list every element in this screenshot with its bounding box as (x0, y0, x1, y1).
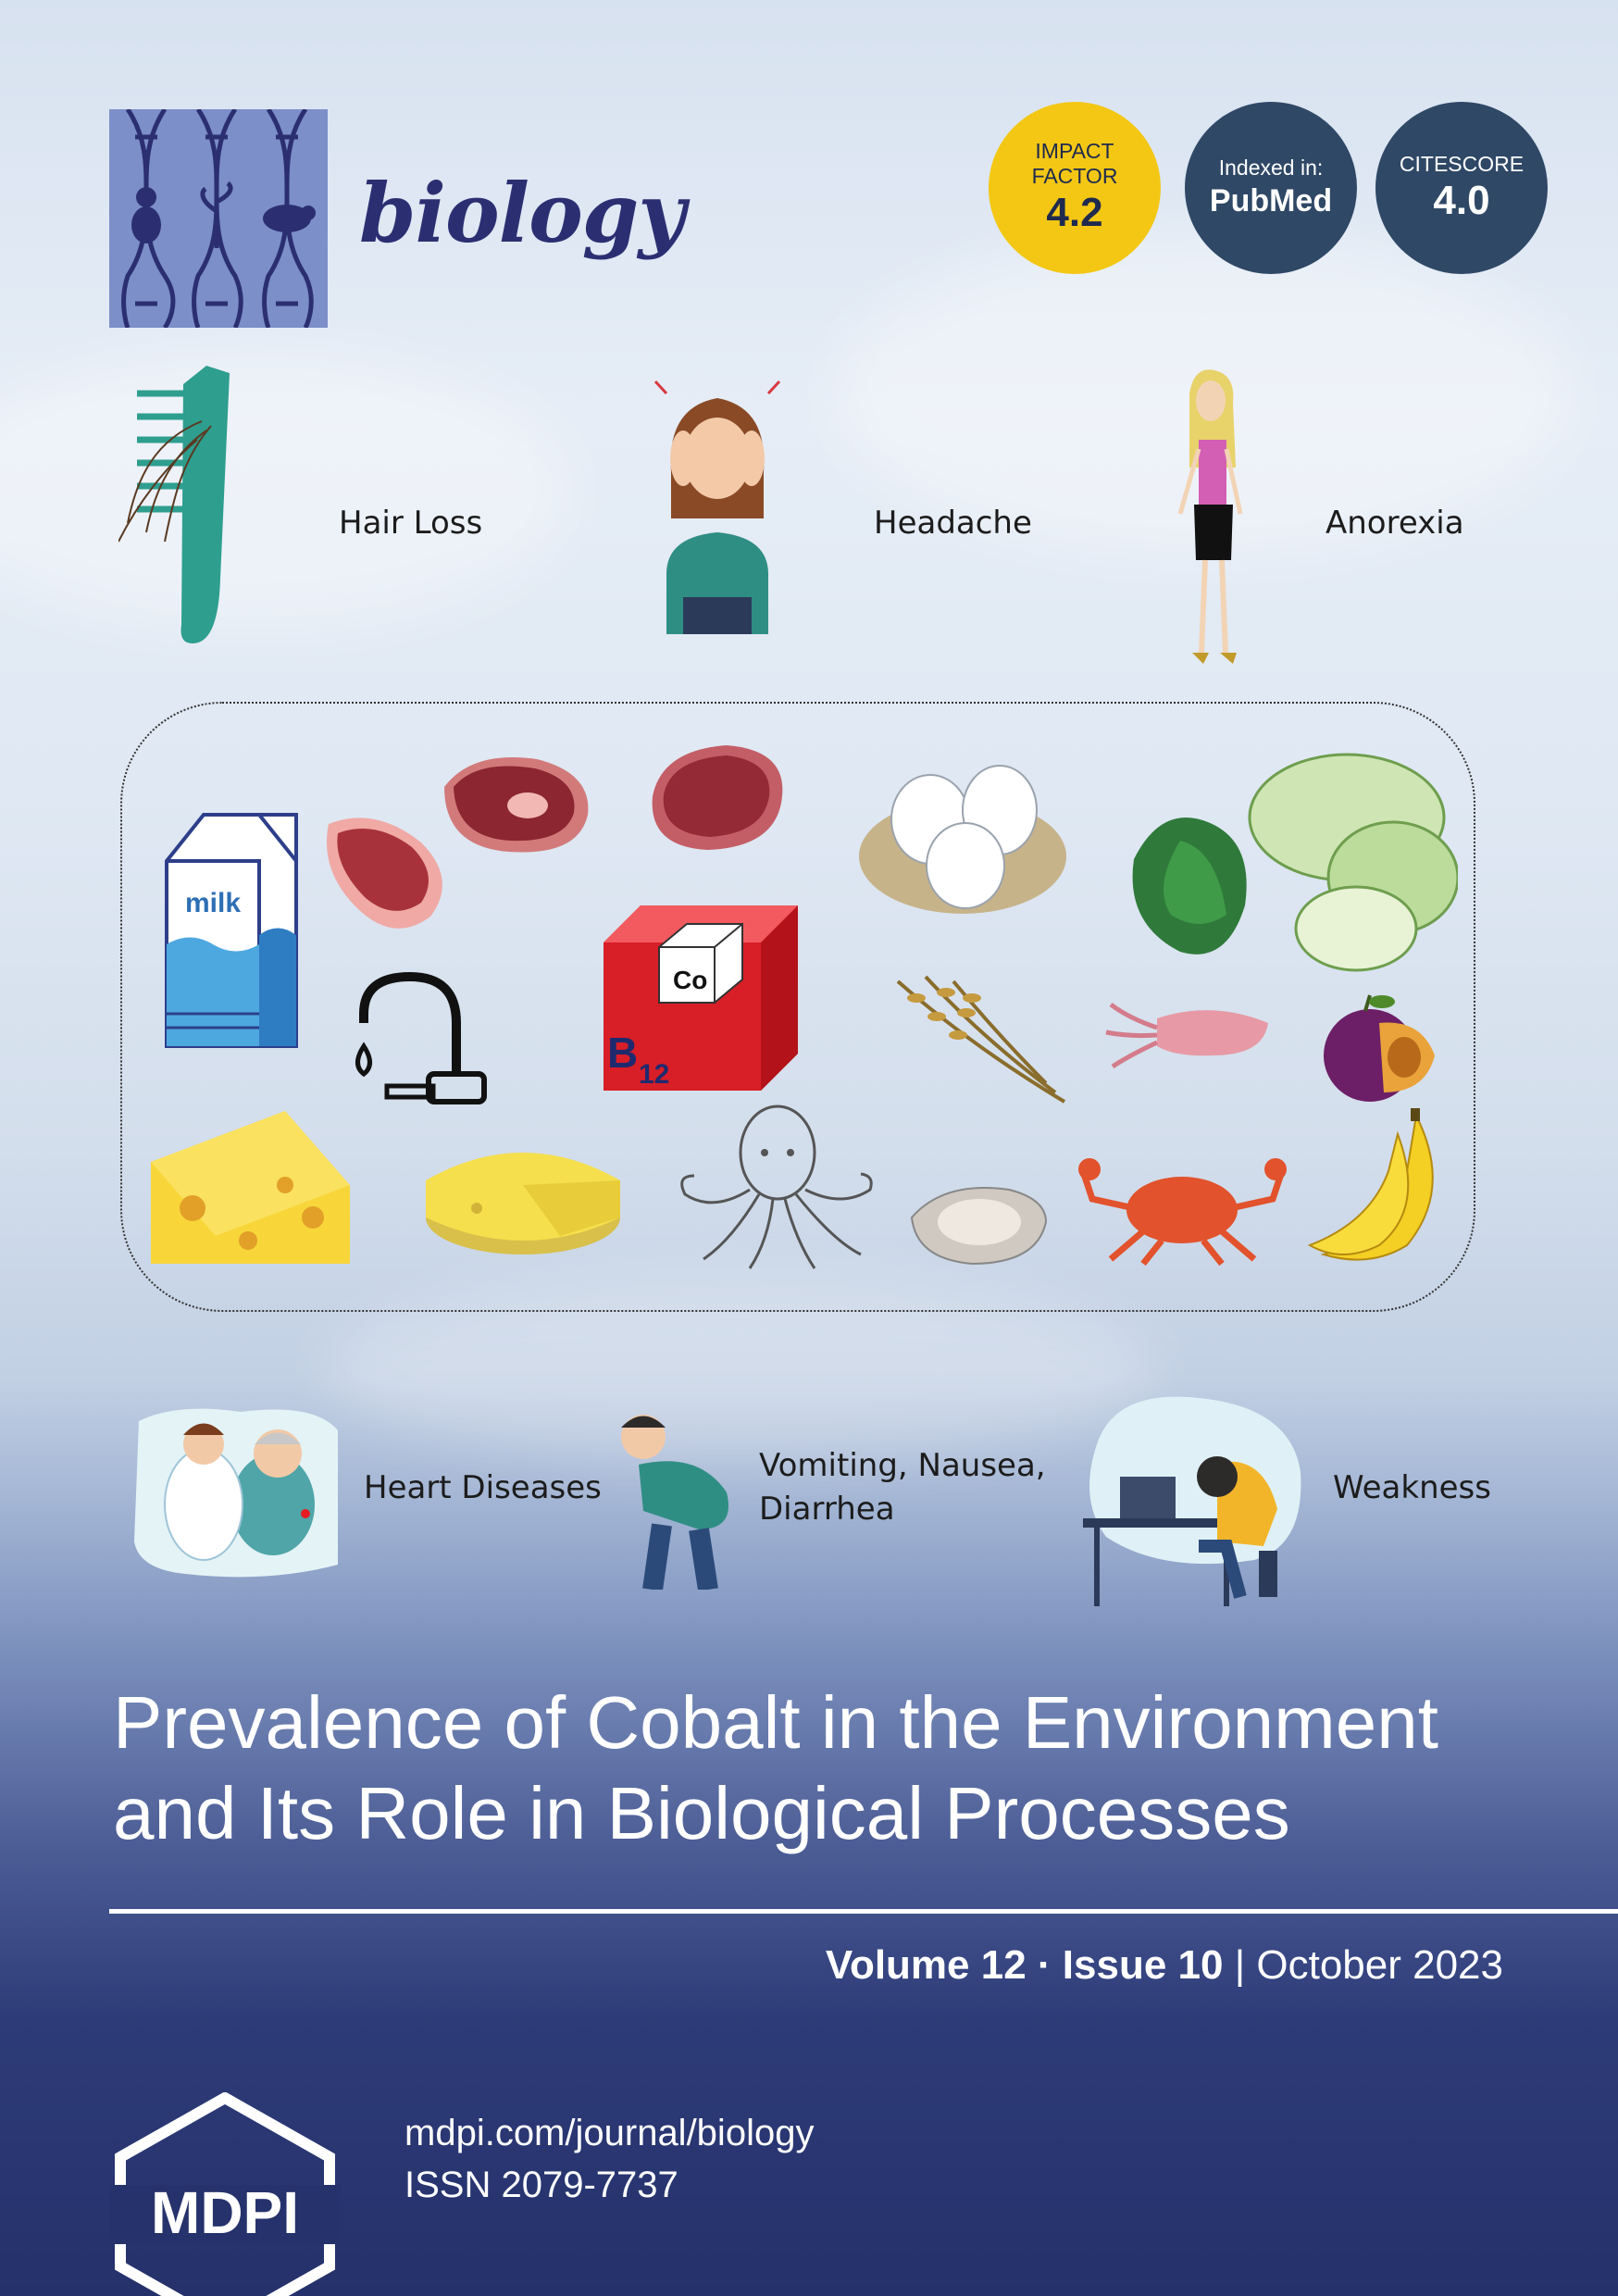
issue-divider: | (1223, 1942, 1257, 1988)
issue-info: Volume 12 · Issue 10 | October 2023 (826, 1942, 1503, 1989)
badge-label: IMPACT (1035, 139, 1114, 163)
article-title: Prevalence of Cobalt in the Environment … (113, 1678, 1557, 1859)
mdpi-hexagon-icon: MDPI (109, 2092, 341, 2296)
b12-subscript: 12 (639, 1059, 669, 1090)
impact-factor-badge: IMPACT FACTOR 4.2 (989, 102, 1161, 274)
badge-label: CITESCORE (1399, 151, 1525, 176)
milk-label: milk (185, 888, 241, 918)
symptom-label-heart-diseases: Heart Diseases (364, 1469, 602, 1506)
headache-woman-icon (653, 380, 781, 634)
anorexia-woman-icon (1177, 369, 1243, 664)
milk-carton-icon: milk (165, 813, 298, 1048)
eggs-icon (859, 765, 1066, 914)
cheese-icon (426, 1153, 620, 1254)
indexed-badge: Indexed in: PubMed (1185, 102, 1357, 274)
volume-label: Volume 12 (825, 1942, 1027, 1988)
comb-icon (118, 366, 230, 643)
journal-issn: ISSN 2079-7737 (404, 2165, 678, 2205)
b12-label: B (607, 1029, 638, 1077)
issue-separator: · (1026, 1942, 1063, 1988)
background-blur (324, 1278, 1157, 1463)
background-blur (0, 352, 574, 630)
issue-label: Issue 10 (1062, 1942, 1224, 1988)
cheese-icon (151, 1111, 350, 1264)
doctor-patient-icon (134, 1408, 338, 1578)
title-divider (109, 1909, 1618, 1914)
tired-desk-icon (1083, 1396, 1301, 1606)
crab-icon (1078, 1158, 1287, 1267)
wheat-icon (896, 975, 1066, 1104)
symptom-label-anorexia: Anorexia (1326, 505, 1464, 542)
citescore-badge: CITESCORE 4.0 (1375, 102, 1548, 274)
faucet-icon (355, 971, 487, 1104)
citescore-value: 4.0 (1433, 177, 1490, 223)
meat-icon (444, 757, 589, 853)
meat-icon (327, 817, 442, 929)
dna-logo-icon (121, 107, 316, 330)
badge-label: Indexed in: (1218, 155, 1324, 180)
impact-factor-value: 4.2 (1046, 190, 1103, 235)
b12-cube-icon: Co B 12 (604, 905, 798, 1091)
article-title-line: Prevalence of Cobalt in the Environment (113, 1681, 1438, 1764)
plum-icon (1324, 994, 1435, 1102)
pubmed-label: PubMed (1209, 182, 1333, 218)
symptom-label-weakness: Weakness (1333, 1469, 1491, 1506)
article-title-line: and Its Role in Biological Processes (113, 1772, 1290, 1854)
journal-url[interactable]: mdpi.com/journal/biology (404, 2113, 815, 2153)
journal-name: biology (359, 165, 685, 261)
oyster-icon (910, 1187, 1048, 1266)
banana-icon (1307, 1108, 1434, 1261)
meat-icon (652, 745, 783, 850)
squid-icon (1105, 1002, 1268, 1069)
cobalt-label: Co (673, 966, 707, 994)
symptom-label-hair-loss: Hair Loss (339, 505, 483, 542)
journal-logo (109, 107, 328, 330)
nausea-man-icon (621, 1415, 728, 1590)
symptom-label-headache: Headache (874, 505, 1032, 542)
symptom-label-diarrhea: Diarrhea (759, 1491, 895, 1528)
octopus-icon (680, 1104, 873, 1269)
b12-sources-frame (120, 702, 1475, 1312)
mdpi-logo-text: MDPI (151, 2179, 299, 2246)
cabbage-icon (1132, 753, 1458, 972)
symptom-label-vomiting: Vomiting, Nausea, (759, 1447, 1046, 1484)
badge-label: FACTOR (1031, 164, 1118, 188)
issue-date: October 2023 (1256, 1942, 1503, 1988)
